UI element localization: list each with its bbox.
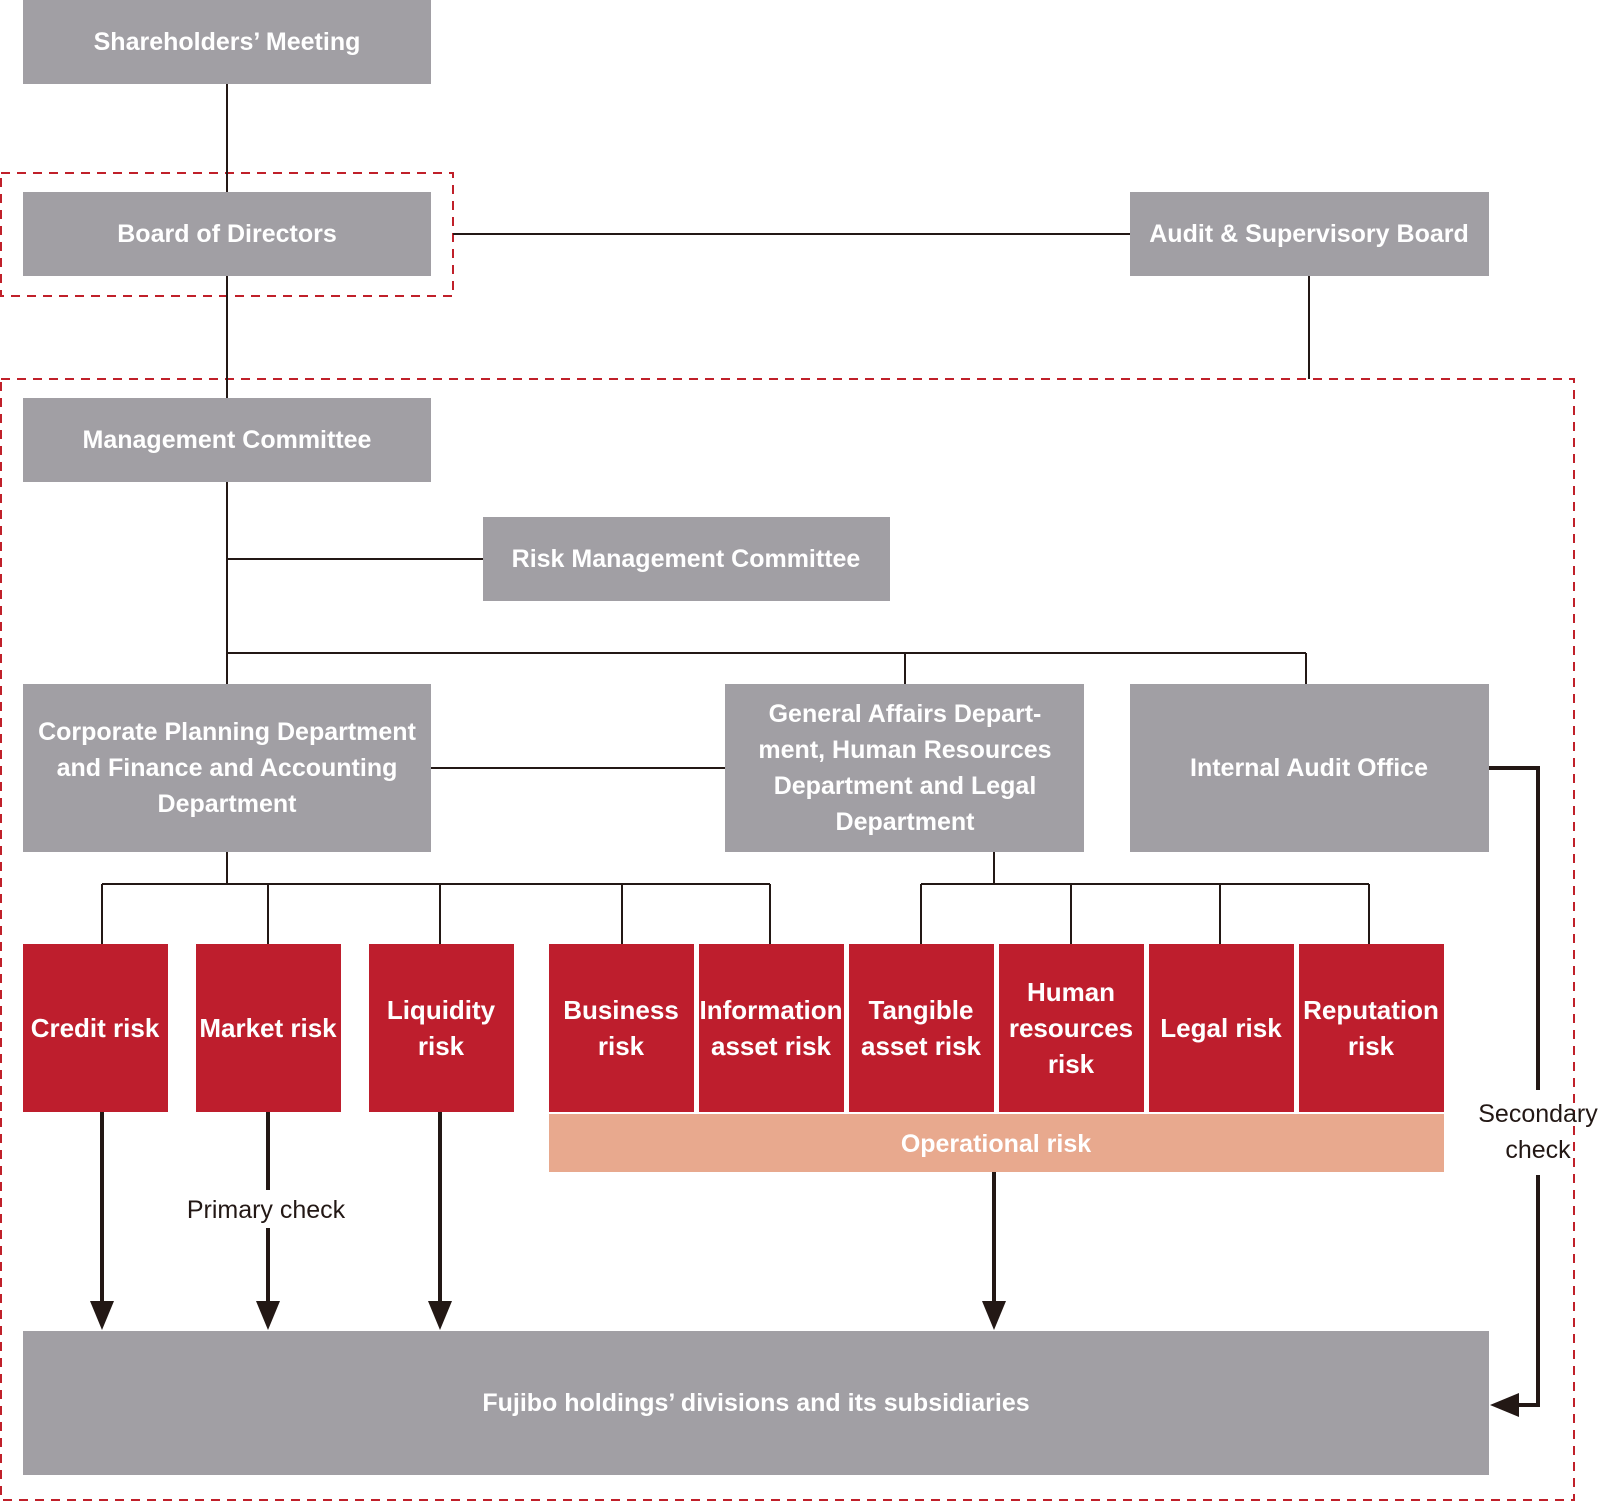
information-risk-box: Information asset risk [699,944,844,1112]
general-affairs-label: General Affairs Depart-ment, Human Resou… [758,700,1051,836]
label-line: asset risk [861,1031,982,1061]
internal-audit-label: Internal Audit Office [1190,754,1428,782]
legal-risk-box: Legal risk [1149,944,1294,1112]
corp-planning-label: Corporate Planning Department and Finance… [38,718,416,818]
label-line: Market risk [199,1013,337,1043]
label-line: Board of Directors [117,220,336,248]
legal-risk-label: Legal risk [1160,1013,1282,1043]
label-line: asset risk [711,1031,832,1061]
secondary-arrow-lower [1515,1175,1540,1407]
label-line: Department and Legal [774,772,1037,800]
label-line: Risk Management Committee [512,545,861,573]
operational-risk-bar: Operational risk [549,1114,1444,1172]
board-box: Board of Directors [23,192,431,276]
risk-committee-label: Risk Management Committee [512,545,861,573]
label-line: Credit risk [31,1013,160,1043]
label-line: and Finance and Accounting [57,754,398,782]
label-line: ment, Human Resources [758,736,1051,764]
information-risk-label: Information asset risk [700,995,843,1061]
management-label: Management Committee [83,426,372,454]
label-line: risk [418,1031,465,1061]
label-line: check [1505,1136,1571,1164]
audit-board-box: Audit & Supervisory Board [1130,192,1489,276]
label-line: Department [158,790,298,818]
label-line: Department [836,808,976,836]
label-line: Management Committee [83,426,372,454]
executive-dashed-border [0,378,1575,1501]
secondary-check-label: Secondary check [1478,1100,1598,1164]
market-risk-label: Market risk [199,1013,337,1043]
liquidity-risk-box: Liquidity risk [369,944,514,1112]
reputation-risk-box: Reputation risk [1299,944,1444,1112]
label-line: Information [700,995,843,1025]
secondary-arrow-upper [1489,766,1540,1090]
label-line: Audit & Supervisory Board [1149,220,1469,248]
label-line: Legal risk [1160,1013,1282,1043]
shareholders-label: Shareholders’ Meeting [94,28,361,56]
label-line: Shareholders’ Meeting [94,28,361,56]
label-line: General Affairs Depart- [769,700,1042,728]
management-box: Management Committee [23,398,431,482]
business-risk-box: Business risk [549,944,694,1112]
primary-check-label: Primary check [187,1196,346,1224]
internal-audit-box: Internal Audit Office [1130,684,1489,852]
risk-committee-box: Risk Management Committee [483,517,890,601]
label-line: Corporate Planning Department [38,718,416,746]
label-line: Human [1027,977,1115,1007]
label-line: risk [1348,1031,1395,1061]
general-affairs-box: General Affairs Depart-ment, Human Resou… [725,684,1084,852]
divisions-label: Fujibo holdings’ divisions and its subsi… [482,1389,1029,1417]
label-line: resources [1009,1013,1133,1043]
label-line: Fujibo holdings’ divisions and its subsi… [482,1389,1029,1417]
label-line: Tangible [869,995,974,1025]
reputation-risk-label: Reputation risk [1303,995,1439,1061]
tangible-risk-box: Tangible asset risk [849,944,994,1112]
connectors [101,84,1370,944]
shareholders-box: Shareholders’ Meeting [23,0,431,84]
market-risk-box: Market risk [196,944,341,1112]
corp-planning-box: Corporate Planning Department and Finance… [23,684,431,852]
divisions-box: Fujibo holdings’ divisions and its subsi… [23,1331,1489,1475]
label-line: Liquidity [387,995,496,1025]
audit-board-label: Audit & Supervisory Board [1149,220,1469,248]
business-risk-label: Business risk [563,995,679,1061]
liquidity-risk-label: Liquidity risk [387,995,496,1061]
credit-risk-label: Credit risk [31,1013,160,1043]
label-line: Internal Audit Office [1190,754,1428,782]
credit-risk-box: Credit risk [23,944,168,1112]
board-label: Board of Directors [117,220,336,248]
label-line: risk [598,1031,645,1061]
arrows [90,766,1540,1417]
tangible-risk-label: Tangible asset risk [861,995,982,1061]
label-line: Secondary [1478,1100,1598,1128]
human-risk-label: Human resources risk [1009,977,1133,1079]
label-line: Reputation [1303,995,1439,1025]
operational-risk-label: Operational risk [901,1130,1091,1158]
human-risk-box: Human resources risk [999,944,1144,1112]
label-line: Business [563,995,679,1025]
label-line: risk [1048,1049,1095,1079]
